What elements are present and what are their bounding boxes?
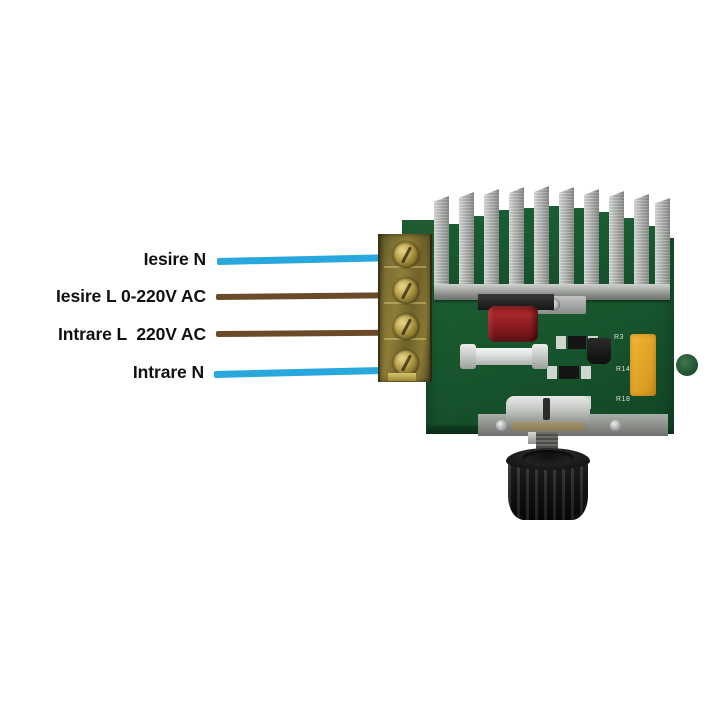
potentiometer-base [512,422,584,431]
adjustment-knob[interactable] [506,448,590,524]
terminal-block [378,234,432,382]
heatsink-gap [599,212,609,288]
glass-fuse [470,348,542,365]
heatsink-fin [484,189,499,288]
potentiometer-shaft [536,432,558,452]
annotation-label-iesire-l: Iesire L 0-220V AC [56,286,206,306]
heatsink-gap [624,218,634,288]
fuse-clip-left [460,344,476,369]
orange-capacitor [630,334,656,396]
smd-pad-c [547,366,557,379]
silkscreen-mark-5: R18 [616,396,631,403]
smd-part-a [568,336,586,349]
heatsink-gap [499,210,509,288]
heatsink-fin [434,196,449,288]
smd-part-b [559,366,579,379]
smd-pad-d [581,366,591,379]
heatsink-fin [609,191,624,288]
heatsink [434,176,670,314]
terminal-screw-2[interactable] [393,278,419,304]
heatsink-fin [584,189,599,288]
heatsink-gap [474,216,484,288]
annotation-label-iesire-n: Iesire N [143,249,207,269]
heatsink-gap [574,208,584,288]
silkscreen-mark-3: R3 [614,334,624,341]
heatsink-fin [655,198,670,288]
knob-inner-ring [522,450,574,466]
heatsink-gap [449,224,459,288]
terminal-screw-1[interactable] [393,242,419,268]
potentiometer-slot [543,398,550,420]
bracket-screw-left [496,420,507,431]
heatsink-fin [559,187,574,288]
terminal-screw-4[interactable] [393,350,419,376]
heatsink-gap [549,206,559,288]
round-pad [676,354,698,376]
heatsink-gap [649,226,659,288]
heatsink-fin [634,194,649,288]
bracket-screw-right [610,420,621,431]
silkscreen-mark-4: R14 [616,366,631,373]
heatsink-fin [534,186,549,288]
heatsink-fin [459,192,474,288]
annotation-label-intrare-n: Intrare N [132,362,204,382]
terminal-screw-3[interactable] [393,314,419,340]
smd-pad-a [556,336,566,349]
transistor-to92 [587,338,611,364]
heatsink-fin [509,187,524,288]
annotation-label-intrare-l: Intrare L 220V AC [58,324,206,344]
product-photo: ▬ ▄▄ ▬▬ R3 R14 R18 D [378,176,698,536]
terminal-bottom-tab [388,373,416,381]
heatsink-gap [524,208,534,288]
red-capacitor [488,306,538,342]
fuse-clip-right [532,344,548,369]
